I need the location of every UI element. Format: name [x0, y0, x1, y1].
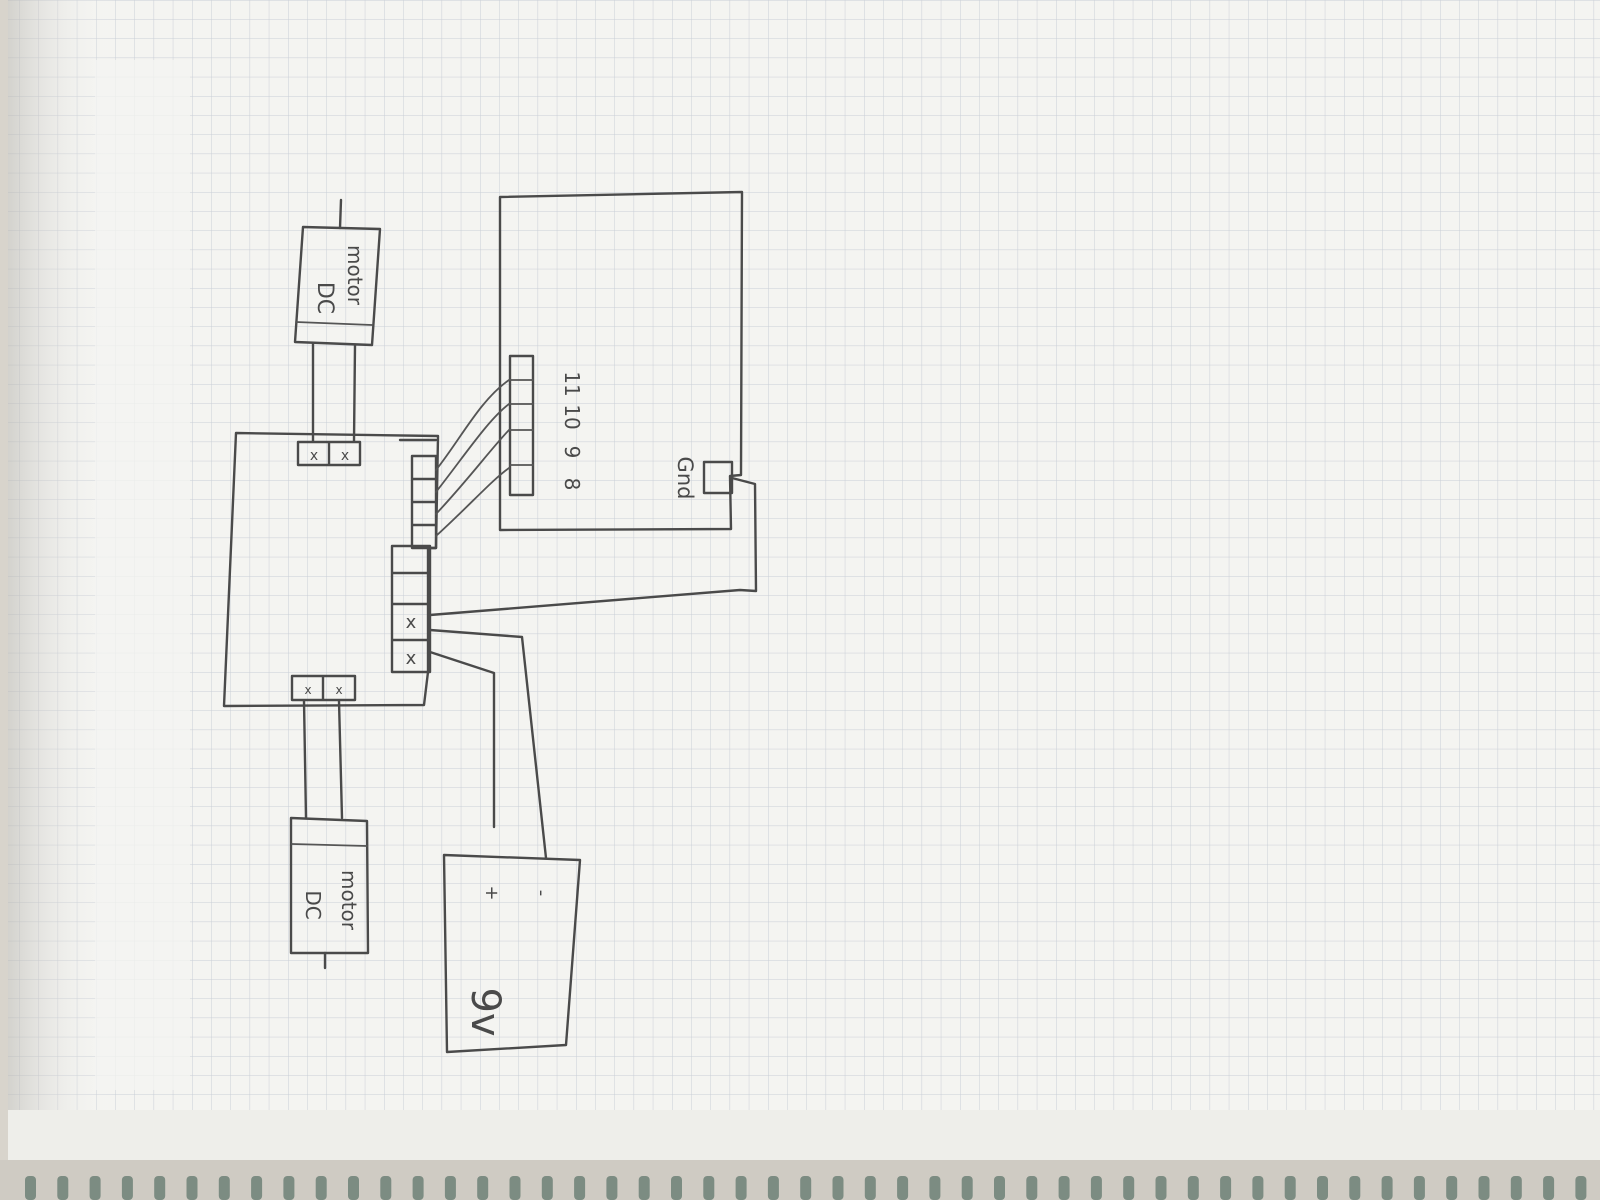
terminal-mark: x [406, 612, 417, 633]
arduino-board [498, 190, 744, 532]
spiral-ring [380, 1176, 392, 1200]
spiral-ring [800, 1176, 812, 1200]
spiral-ring [509, 1176, 521, 1200]
spiral-ring [25, 1176, 36, 1200]
motor-label-bottom: DC [301, 890, 325, 919]
spiral-ring [186, 1176, 198, 1200]
dc-motor-top [293, 198, 382, 347]
spiral-ring [121, 1176, 133, 1200]
page-shadow [8, 0, 608, 1160]
spiral-ring [154, 1176, 166, 1200]
spiral-ring [1090, 1176, 1102, 1200]
spiral-ring [1381, 1176, 1393, 1200]
spiral-ring [961, 1176, 973, 1200]
motor-driver-board [222, 431, 440, 708]
spiral-ring [218, 1176, 230, 1200]
terminal-mark: x [335, 683, 342, 697]
spiral-ring [671, 1176, 682, 1200]
spiral-ring [57, 1176, 69, 1200]
spiral-binding [25, 1176, 1587, 1200]
spiral-ring [1123, 1176, 1135, 1200]
spiral-ring [1349, 1176, 1361, 1200]
motor-label-bottom: motor [337, 870, 361, 931]
page-bottom-edge [8, 1110, 1600, 1160]
spiral-ring [1446, 1176, 1458, 1200]
wires [302, 341, 758, 860]
gnd-pin [702, 460, 734, 495]
terminal-mark: x [406, 648, 417, 669]
spiral-ring [444, 1176, 456, 1200]
terminal-mark: x [304, 683, 311, 697]
terminal-mark: x [341, 448, 349, 464]
battery-minus: - [531, 890, 552, 897]
spiral-ring [1058, 1176, 1070, 1200]
spiral-ring [864, 1176, 876, 1200]
spiral-ring [1284, 1176, 1296, 1200]
spiral-ring [315, 1176, 327, 1200]
spiral-ring [994, 1176, 1005, 1200]
pin-label-11: 11 [560, 371, 584, 396]
terminal-mark: x [310, 448, 318, 464]
spiral-ring [477, 1176, 489, 1200]
pin-header [508, 354, 535, 497]
spiral-ring [1575, 1176, 1587, 1200]
spiral-ring [1220, 1176, 1232, 1200]
spiral-ring [541, 1176, 553, 1200]
spiral-ring [574, 1176, 586, 1200]
pin-label-8: 8 [560, 478, 584, 491]
battery-label: 9v [462, 987, 508, 1036]
battery-plus: + [481, 885, 502, 900]
motor-label-top: DC [312, 282, 337, 314]
spiral-ring [767, 1176, 779, 1200]
spiral-ring [251, 1176, 263, 1200]
spiral-ring [1155, 1176, 1167, 1200]
spiral-ring [606, 1176, 618, 1200]
battery-9v [442, 853, 582, 1054]
dc-motor-bottom [289, 816, 370, 970]
pin-label-10: 10 [560, 404, 584, 429]
spiral-ring [1543, 1176, 1555, 1200]
spiral-ring [1317, 1176, 1328, 1200]
page-bottom-shadow [0, 1160, 1600, 1200]
spiral-ring [1187, 1176, 1199, 1200]
gnd-label: Gnd [673, 457, 697, 500]
motor-label-top: motor [343, 245, 367, 306]
spiral-ring [89, 1176, 101, 1200]
spiral-ring [1478, 1176, 1490, 1200]
spiral-ring [1510, 1176, 1522, 1200]
pin-label-9: 9 [560, 446, 584, 459]
spiral-ring [412, 1176, 424, 1200]
spiral-ring [735, 1176, 747, 1200]
spiral-ring [283, 1176, 295, 1200]
spiral-ring [638, 1176, 650, 1200]
spiral-ring [348, 1176, 359, 1200]
spiral-ring [897, 1176, 909, 1200]
spiral-ring [1252, 1176, 1264, 1200]
spiral-ring [929, 1176, 941, 1200]
spiral-ring [1413, 1176, 1425, 1200]
spiral-ring [1026, 1176, 1038, 1200]
spiral-ring [703, 1176, 715, 1200]
spiral-ring [832, 1176, 844, 1200]
